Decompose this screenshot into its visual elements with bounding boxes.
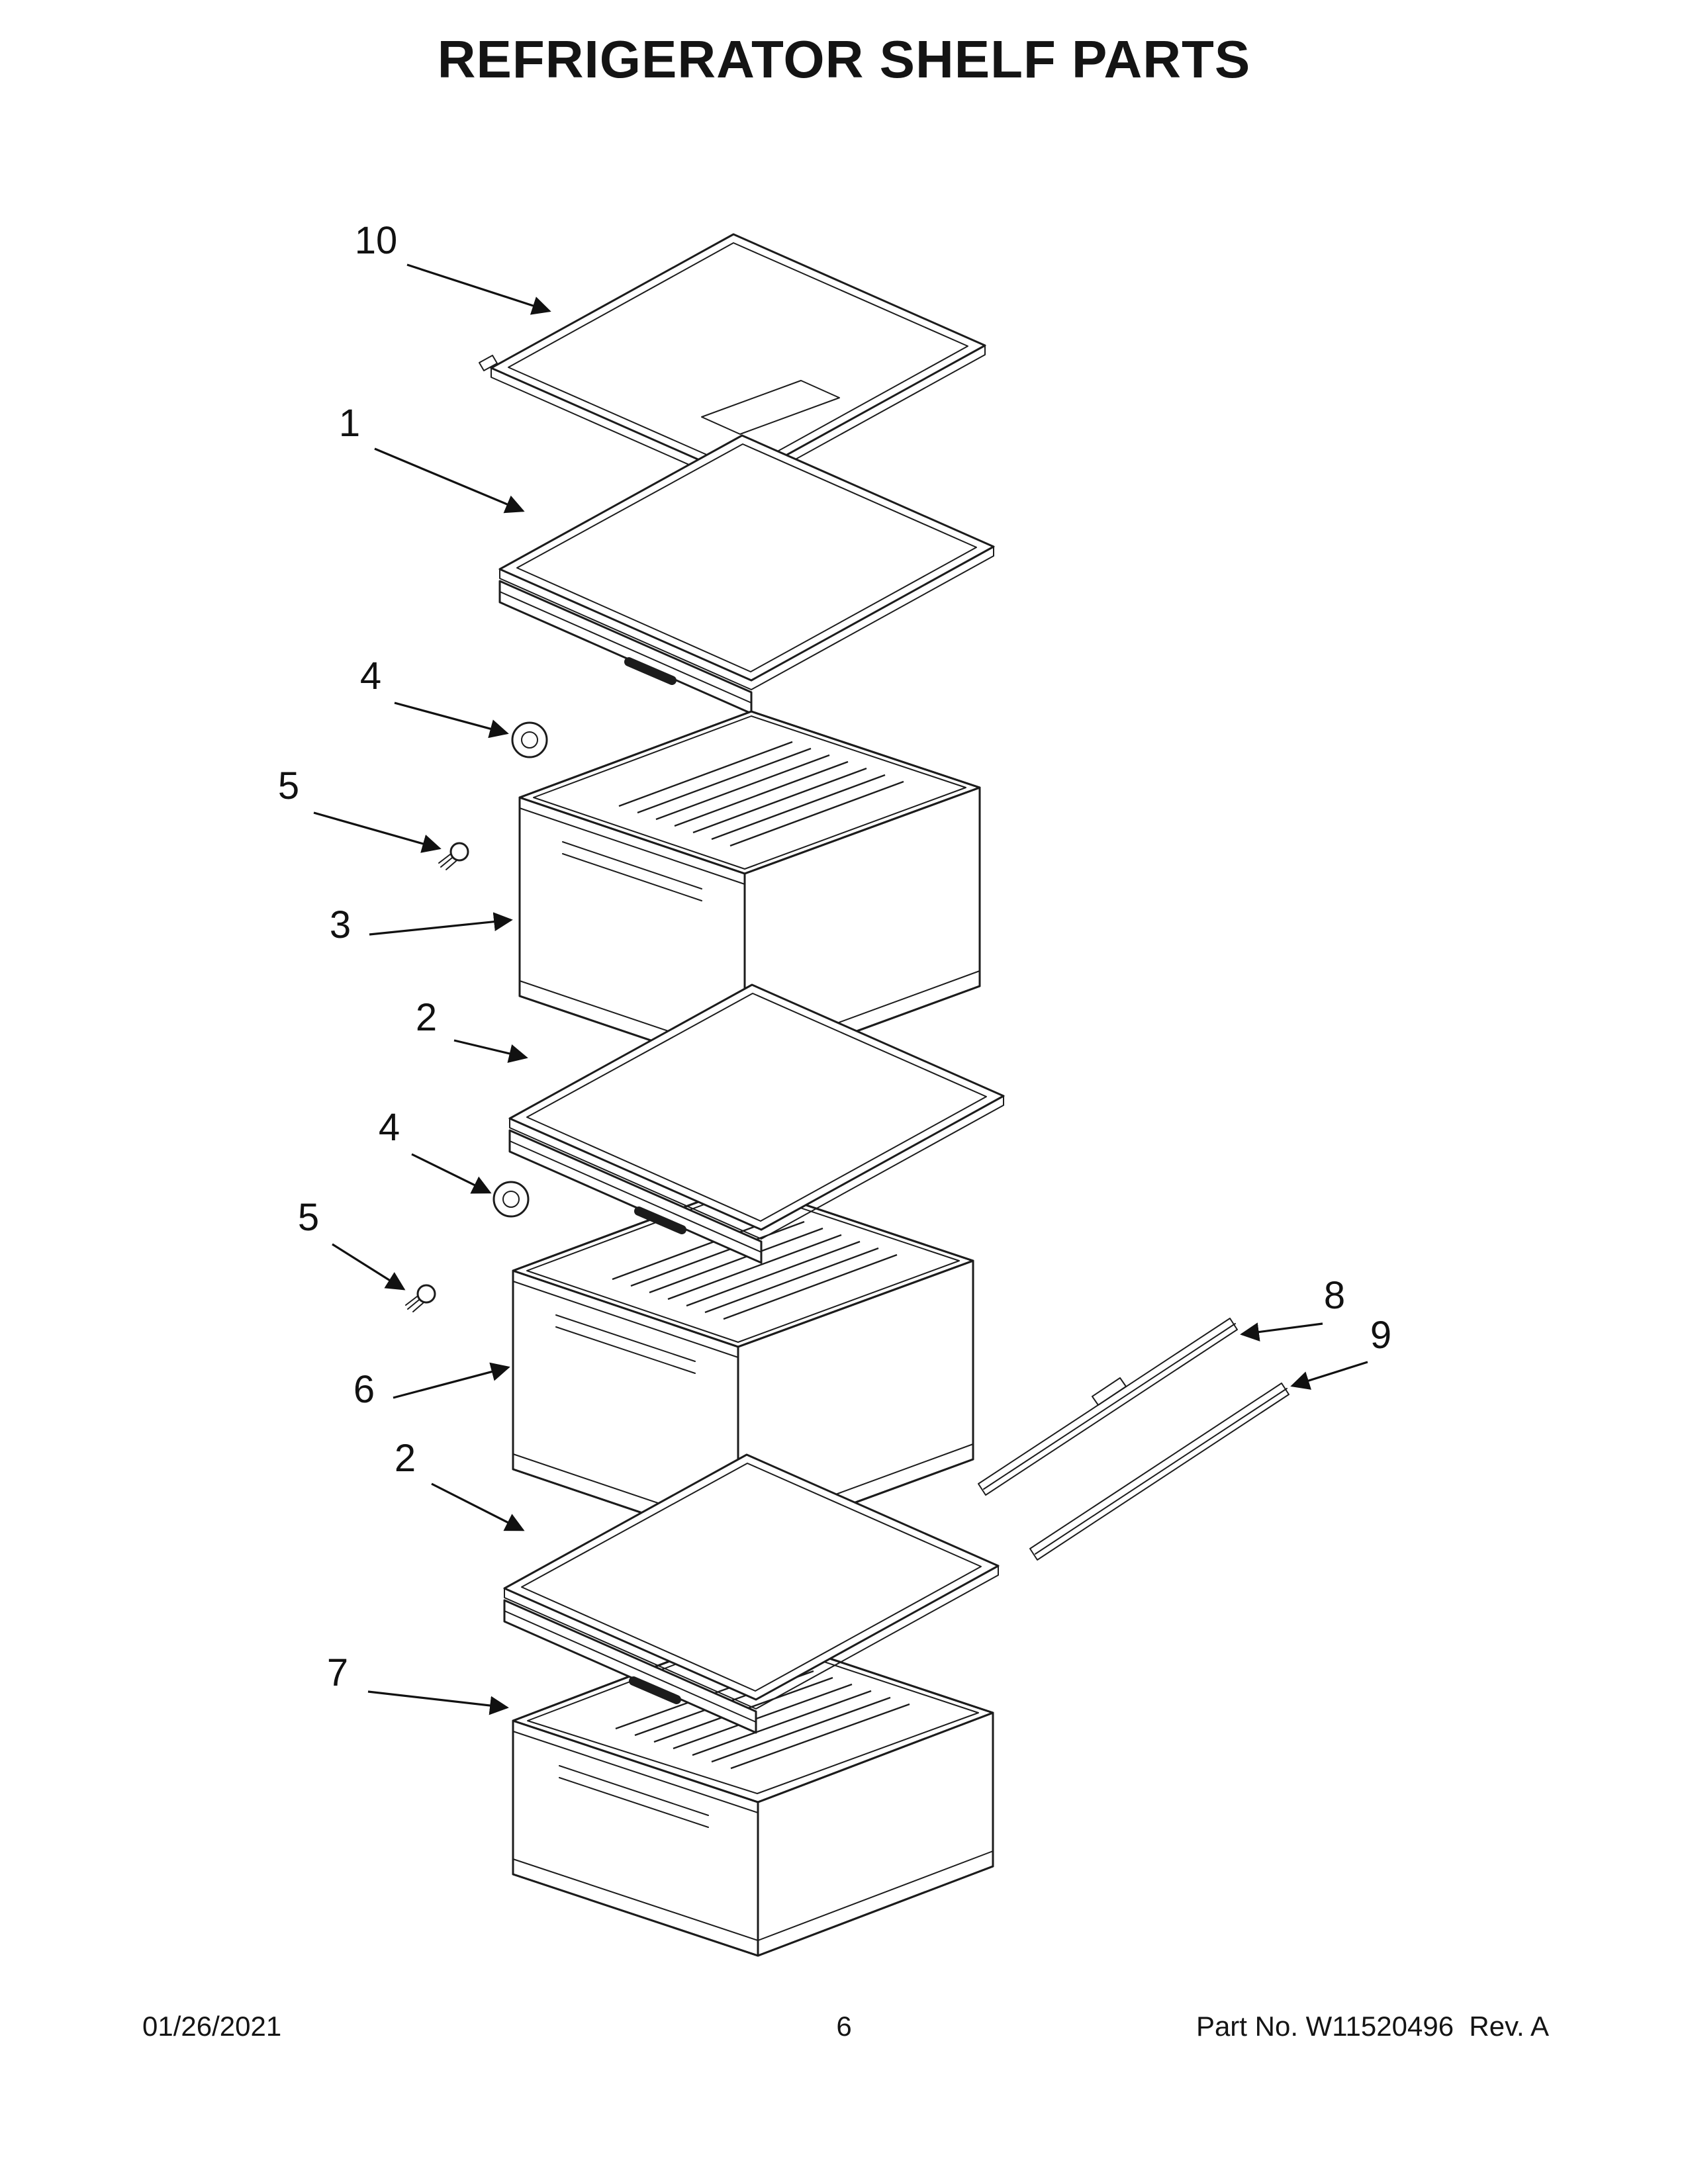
drawer-bottom-trim-side: [757, 1850, 994, 1941]
callout-4-lower: 4: [379, 1106, 492, 1194]
shelf-front-rail-line: [509, 1140, 762, 1253]
footer-page-number: 6: [836, 2011, 852, 2042]
callout-label: 4: [379, 1106, 400, 1149]
callout-arrow: [367, 1690, 509, 1715]
callout-label: 9: [1370, 1314, 1391, 1357]
drawer-handle-bottom: [559, 1777, 709, 1828]
rail-center-line: [1035, 1388, 1288, 1555]
drawer-rim-inner: [527, 1636, 979, 1794]
callout-arrow: [369, 912, 513, 936]
callout-label: 10: [355, 219, 398, 262]
callout-label: 4: [360, 655, 381, 698]
callout-arrow: [394, 702, 509, 739]
callout-3: 3: [330, 903, 513, 946]
shelf-bracket: [624, 657, 677, 685]
part-8-slide-rail: [978, 1318, 1238, 1496]
drawer-handle-bottom: [562, 853, 702, 901]
drawer-handle-top: [559, 1765, 709, 1816]
screw-head: [416, 1284, 436, 1304]
callout-arrow: [1290, 1361, 1368, 1390]
part-2-shelf-frame-middle: [508, 983, 1005, 1264]
callout-label: 8: [1324, 1274, 1345, 1317]
screw-threads: [438, 854, 457, 870]
shelf-inner-outline: [516, 443, 977, 672]
callout-label: 3: [330, 903, 351, 946]
rail-center-line: [983, 1323, 1236, 1490]
callout-label: 1: [339, 402, 360, 445]
drawer-handle-top: [562, 841, 702, 889]
drawer-bottom-trim-front: [512, 1858, 759, 1941]
shelf-panel: [498, 434, 995, 682]
callout-arrow: [453, 1039, 528, 1063]
shelf-inner-outline: [526, 993, 987, 1222]
shelf-front-rail-line: [504, 1610, 757, 1723]
shelf-inner-outline: [521, 1463, 982, 1692]
part-2-shelf-frame-lower: [503, 1453, 1000, 1734]
shelf-tab: [479, 355, 498, 371]
footer-part-number: Part No. W11520496 Rev. A: [1196, 2011, 1549, 2042]
callout-6: 6: [353, 1362, 510, 1411]
shelf-edge-thickness: [504, 1565, 999, 1709]
drawer-handle-bottom: [555, 1326, 696, 1374]
callout-arrow: [313, 811, 442, 853]
part-5-screw-upper: [438, 842, 469, 870]
footer-date: 01/26/2021: [142, 2011, 282, 2042]
callout-10: 10: [355, 219, 551, 315]
part-5-screw-lower: [405, 1284, 436, 1312]
callout-label: 5: [298, 1196, 319, 1239]
part-9-slide-rail: [1029, 1383, 1289, 1561]
shelf-edge-thickness: [499, 546, 994, 690]
callout-4-upper: 4: [360, 655, 509, 739]
shelf-bracket: [629, 1676, 681, 1704]
callout-2-middle: 2: [416, 996, 528, 1063]
drawer-rim-lip: [512, 1731, 759, 1813]
callout-arrow: [332, 1243, 406, 1291]
shelf-bracket: [634, 1206, 686, 1234]
roller-inner: [502, 1191, 520, 1208]
callout-arrow: [374, 447, 525, 514]
part-4-roller-lower: [492, 1181, 530, 1218]
shelf-edge-thickness: [509, 1095, 1004, 1240]
shelf-notch: [701, 380, 840, 435]
roller-outer: [511, 721, 548, 758]
callout-9: 9: [1290, 1314, 1391, 1390]
callout-label: 2: [416, 996, 437, 1039]
drawer-rim-inner: [533, 715, 966, 870]
callout-7: 7: [327, 1651, 509, 1715]
callout-label: 5: [278, 764, 299, 807]
callout-5-upper: 5: [278, 764, 442, 853]
callout-8: 8: [1240, 1274, 1345, 1342]
callout-arrow: [406, 263, 551, 315]
drawer-ribs: [618, 741, 904, 847]
rail-clip: [1092, 1377, 1127, 1406]
drawer-rim-lip: [519, 807, 745, 885]
roller-outer: [492, 1181, 530, 1218]
callout-arrow: [393, 1362, 510, 1399]
part-7-drawer-bottom: [512, 1630, 994, 1957]
callout-5-lower: 5: [298, 1196, 406, 1291]
part-1-shelf-frame-upper: [498, 434, 995, 715]
shelf-front-rail-line: [499, 591, 752, 704]
callout-label: 2: [395, 1437, 416, 1480]
page-title: REFRIGERATOR SHELF PARTS: [437, 30, 1251, 89]
screw-threads: [405, 1296, 424, 1312]
part-4-roller-upper: [511, 721, 548, 758]
callout-1: 1: [339, 402, 525, 514]
drawer-rim-lip: [512, 1281, 739, 1358]
shelf-inner-outline: [508, 242, 968, 471]
callout-label: 7: [327, 1651, 348, 1694]
screw-head: [449, 842, 469, 862]
callout-arrow: [431, 1482, 525, 1531]
callout-arrow: [1240, 1322, 1323, 1342]
callout-label: 6: [353, 1368, 375, 1411]
drawer-side-face: [757, 1711, 994, 1957]
roller-inner: [521, 731, 538, 749]
callout-arrow: [411, 1153, 492, 1194]
drawer-handle-top: [555, 1314, 696, 1362]
callout-2-lower: 2: [395, 1437, 525, 1531]
shelf-panel: [508, 983, 1005, 1231]
